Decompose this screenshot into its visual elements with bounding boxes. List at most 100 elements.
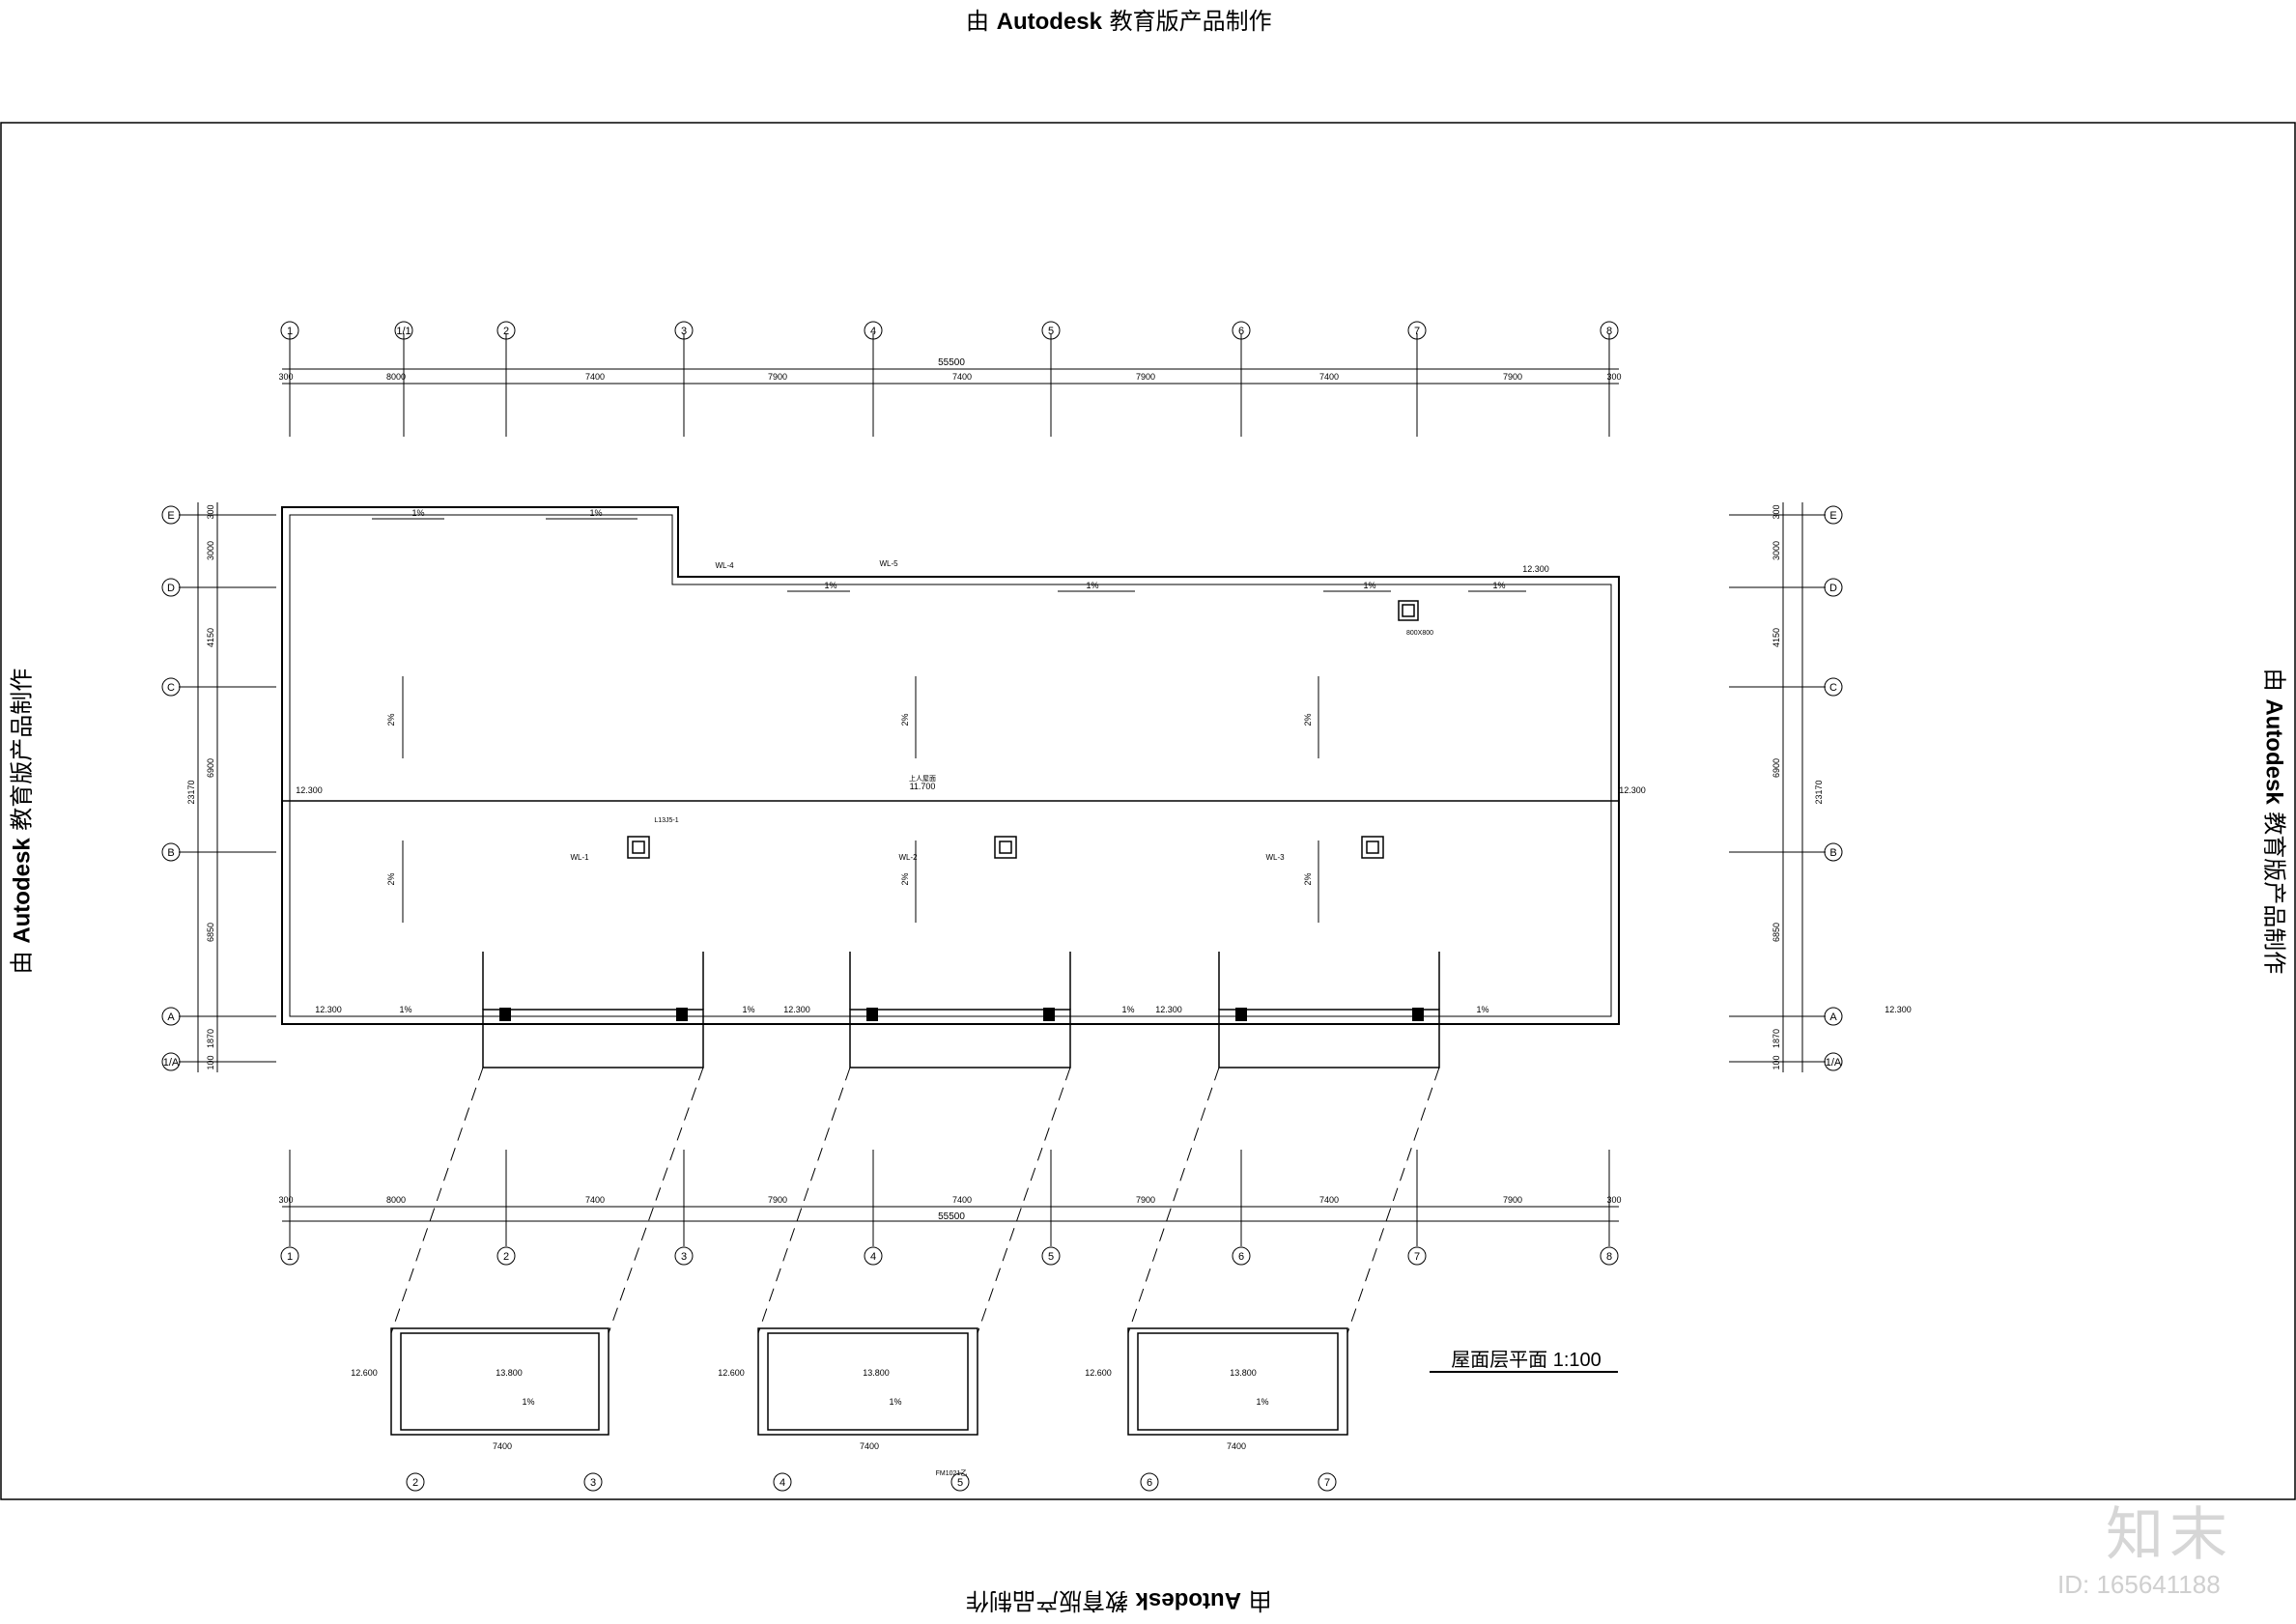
axis-row-right-0-label: E (1829, 510, 1836, 522)
axis-row-left-4-circle (161, 1007, 181, 1026)
axis-row-right-1-label: D (1829, 583, 1837, 594)
sub-axis-a-2-circle (1140, 1472, 1159, 1492)
axis-bottom-4-label: 5 (1048, 1251, 1054, 1263)
elevation-roof-top: 12.300 (1522, 564, 1549, 574)
label-detail: L13J5-1 (654, 817, 678, 824)
slope-1pct-3: 1% (1086, 581, 1098, 590)
columns (499, 1008, 1424, 1021)
axis-top-5-label: 5 (1048, 326, 1054, 337)
slope-2pct-4: 2% (1303, 713, 1313, 726)
axis-row-left-2-circle (161, 677, 181, 697)
dim-top-0: 300 (278, 372, 293, 382)
axis-bottom-6-label: 7 (1414, 1251, 1420, 1263)
axis-top-3-label: 3 (681, 326, 687, 337)
slope-1pct-7: 1% (742, 1005, 754, 1014)
elevation-sub-high-0: 13.800 (496, 1368, 523, 1378)
label-upper-roof: 上人屋面 (909, 774, 936, 783)
sub-axis-a-1-circle (773, 1472, 792, 1492)
elevation-sub-high-2: 13.800 (1230, 1368, 1257, 1378)
elevation-roof-4: 12.300 (1155, 1005, 1182, 1014)
dim-bottom-7: 7900 (1503, 1195, 1522, 1205)
sub-axis-b-0-circle (583, 1472, 603, 1492)
dim-side-left-6: 100 (206, 1055, 215, 1069)
axis-row-left-5-circle (161, 1052, 181, 1071)
axis-row-left-1-circle (161, 578, 181, 597)
slope-sub-2: 1% (1256, 1397, 1268, 1407)
dim-top-6: 7400 (1319, 372, 1339, 382)
dim-top-2: 7400 (585, 372, 605, 382)
slope-2pct-5: 2% (1303, 872, 1313, 885)
roof-outline-inner (289, 514, 1612, 1017)
label-door: FM1021乙 (936, 1469, 968, 1477)
axis-bottom-7-label: 8 (1606, 1251, 1612, 1263)
axis-bottom-3-label: 4 (870, 1251, 876, 1263)
axis-top-4-label: 4 (870, 326, 876, 337)
dim-side-right-1: 3000 (1772, 541, 1781, 560)
dim-top-8: 300 (1606, 372, 1621, 382)
dim-side-right-6: 100 (1772, 1055, 1781, 1069)
sub-axis-b-1-label: 5 (957, 1477, 963, 1489)
slope-1pct-4: 1% (1363, 581, 1375, 590)
axis-top-6-circle (1232, 321, 1251, 340)
dim-top-7: 7900 (1503, 372, 1522, 382)
elevation-sub-low-1: 12.600 (718, 1368, 745, 1378)
dim-side-left-5: 1870 (206, 1029, 215, 1048)
axis-top-6-label: 6 (1238, 326, 1244, 337)
slope-2pct-2: 2% (900, 713, 910, 726)
axis-bottom-5-circle (1232, 1246, 1251, 1266)
dim-side-left-3: 6900 (206, 758, 215, 778)
axis-row-left-1-label: D (167, 583, 175, 594)
grid-lines (179, 333, 1826, 1246)
axis-row-left-0-circle (161, 505, 181, 525)
label-hatch: 800X800 (1406, 630, 1433, 637)
axis-top-7-circle (1407, 321, 1427, 340)
roof-outline-outer (281, 506, 1620, 1025)
axis-row-right-1-circle (1824, 578, 1843, 597)
axis-row-left-4-label: A (167, 1011, 175, 1023)
axis-top-1-label: 1/1 (396, 326, 411, 337)
label-wl4: WL-4 (715, 561, 734, 570)
sub-dim-0: 7400 (493, 1441, 512, 1451)
axis-row-right-3-label: B (1829, 847, 1836, 859)
sub-axis-b-2-circle (1318, 1472, 1337, 1492)
zhimo-id: ID: 165641188 (2057, 1570, 2221, 1599)
sub-dim-2: 7400 (1227, 1441, 1246, 1451)
elevation-sub-low-2: 12.600 (1085, 1368, 1112, 1378)
slope-sub-1: 1% (889, 1397, 901, 1407)
axis-top-0-label: 1 (287, 326, 293, 337)
slope-1pct-1: 1% (589, 508, 602, 518)
axis-bottom-1-label: 2 (503, 1251, 509, 1263)
dim-bottom-6: 7400 (1319, 1195, 1339, 1205)
dim-bottom-8: 300 (1606, 1195, 1621, 1205)
dim-bottom-2: 7400 (585, 1195, 605, 1205)
axis-bottom-7-circle (1600, 1246, 1619, 1266)
projection-lines (390, 1067, 1440, 1334)
sub-axis-a-1-label: 4 (780, 1477, 785, 1489)
axis-row-right-5-label: 1/A (1826, 1057, 1842, 1068)
axis-bottom-0-circle (280, 1246, 299, 1266)
dim-bottom-0: 300 (278, 1195, 293, 1205)
dim-side-right-2: 4150 (1772, 628, 1781, 647)
axis-top-3-circle (674, 321, 694, 340)
axis-top-8-circle (1600, 321, 1619, 340)
axis-bottom-2-circle (674, 1246, 694, 1266)
dim-bottom-total: 55500 (938, 1211, 965, 1222)
elevation-sub-high-1: 13.800 (863, 1368, 890, 1378)
axis-row-right-0-circle (1824, 505, 1843, 525)
axis-row-left-2-label: C (167, 682, 175, 694)
dim-bottom-5: 7900 (1136, 1195, 1155, 1205)
dim-side-total-right: 23170 (1814, 780, 1824, 804)
axis-row-left-0-label: E (167, 510, 174, 522)
elevation-roof-2: 12.300 (315, 1005, 342, 1014)
axis-row-left-5-label: 1/A (163, 1057, 180, 1068)
label-wl3: WL-3 (1265, 853, 1285, 862)
sub-axis-b-1-circle (950, 1472, 970, 1492)
axis-top-2-label: 2 (503, 326, 509, 337)
slope-arrows (372, 518, 1526, 923)
dim-side-right-4: 6850 (1772, 923, 1781, 942)
dim-side-left-4: 6850 (206, 923, 215, 942)
dim-top-3: 7900 (768, 372, 787, 382)
slope-1pct-9: 1% (1476, 1005, 1488, 1014)
